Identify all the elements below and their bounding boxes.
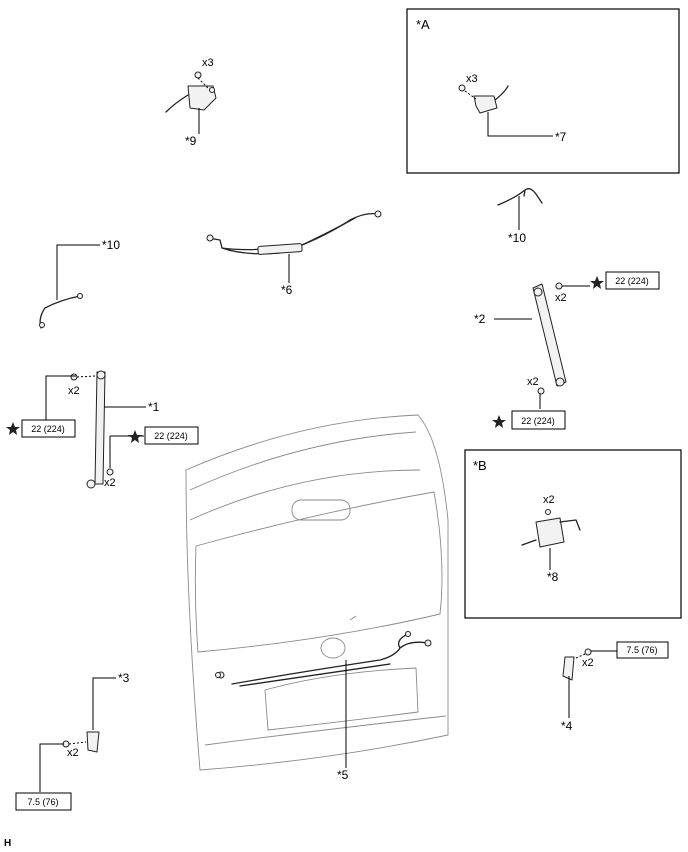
- inset-frame-a: [406, 8, 680, 174]
- qty-label-part-8: x2: [543, 494, 555, 506]
- callout-part-4: *4: [561, 719, 573, 733]
- callout-part-1: *1: [148, 400, 160, 414]
- star-icon: [6, 422, 20, 435]
- torque-value-3: 7.5 (76): [27, 797, 58, 807]
- part-5-harness-illustration: [217, 631, 432, 687]
- torque-box-3: [15, 792, 72, 811]
- part-4-bracket-illustration: [562, 648, 592, 681]
- qty-label-part-1-bottom: x2: [104, 477, 116, 489]
- back-door-illustration: [185, 414, 449, 771]
- torque-value-4: 7.5 (76): [626, 645, 657, 655]
- qty-label-part-3: x2: [67, 747, 79, 759]
- callout-part-9: *9: [185, 134, 197, 148]
- qty-label-part-9: x3: [202, 57, 214, 69]
- star-icon-group: [6, 276, 604, 443]
- callout-part-10-right: *10: [508, 231, 526, 245]
- callout-part-2: *2: [474, 312, 486, 326]
- callout-part-7: *7: [555, 130, 567, 144]
- qty-label-part-1-top: x2: [68, 385, 80, 397]
- torque-value-1-top: 22 (224): [31, 424, 65, 434]
- qty-label-part-2-bottom: x2: [527, 376, 539, 388]
- inset-a-label: *A: [416, 17, 430, 32]
- torque-box-1-top: [21, 419, 76, 438]
- part-6-harness-illustration: [206, 210, 382, 255]
- torque-value-2-bottom: 22 (224): [521, 416, 555, 426]
- qty-label-part-4: x2: [582, 657, 594, 669]
- part-2-damper-illustration: [532, 282, 590, 395]
- callout-part-5: *5: [337, 768, 349, 782]
- callout-part-8: *8: [547, 570, 559, 584]
- star-icon: [492, 415, 506, 428]
- callout-part-6: *6: [281, 283, 293, 297]
- inset-frame-b: [464, 449, 682, 619]
- torque-value-1-bottom: 22 (224): [154, 431, 188, 441]
- torque-box-1-bottom: [144, 426, 199, 445]
- torque-box-2-bottom: [511, 410, 566, 430]
- qty-label-part-2-top: x2: [555, 292, 567, 304]
- part-10-left-cable-illustration: [39, 293, 83, 329]
- torque-value-2-top: 22 (224): [615, 276, 649, 286]
- qty-label-part-7: x3: [466, 73, 478, 85]
- inset-b-label: *B: [473, 458, 487, 473]
- part-10-right-cable-illustration: [497, 188, 543, 206]
- part-9-latch-illustration: [165, 71, 217, 113]
- star-icon: [128, 430, 142, 443]
- torque-box-2-top: [605, 271, 660, 290]
- corner-mark: H: [4, 838, 11, 849]
- part-1-damper-illustration: [70, 370, 114, 489]
- torque-box-4: [616, 641, 669, 659]
- part-3-bracket-illustration: [62, 731, 100, 753]
- callout-part-10-left: *10: [102, 238, 120, 252]
- part-8-bracket-illustration: [521, 509, 581, 548]
- bolt-icon: [215, 672, 221, 678]
- star-icon: [590, 276, 604, 289]
- callout-part-3: *3: [118, 671, 130, 685]
- part-7-latch-illustration: [458, 84, 509, 114]
